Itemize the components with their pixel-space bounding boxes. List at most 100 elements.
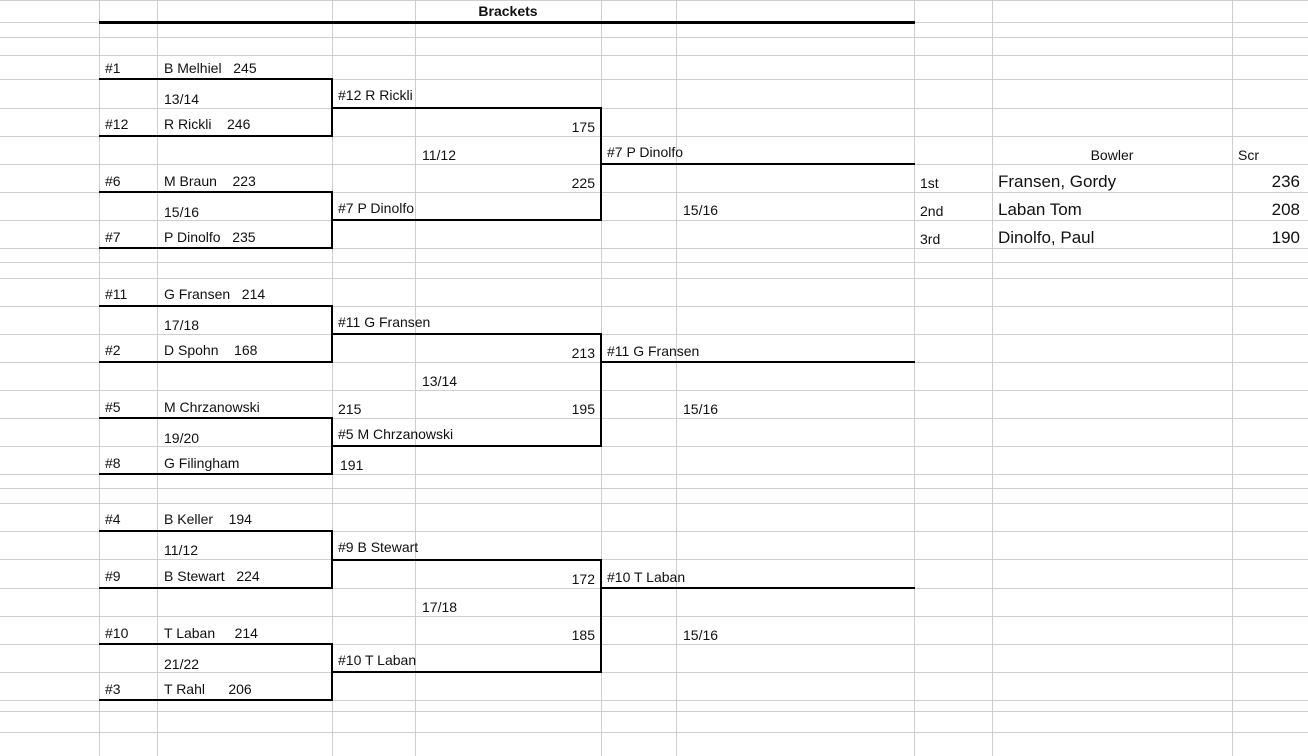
bowler-entry: M Chrzanowski xyxy=(164,399,260,415)
column-header-score: Scr xyxy=(1238,147,1259,163)
game-numbers: 11/12 xyxy=(164,542,198,558)
bracket-line xyxy=(332,219,602,221)
match-winner: #7 P Dinolfo xyxy=(338,200,415,216)
bracket-line xyxy=(600,559,602,673)
grid-row-line xyxy=(0,0,1308,1)
game-numbers: 19/20 xyxy=(164,430,200,446)
bowler-entry: G Filingham xyxy=(164,455,240,471)
grid-col-line xyxy=(157,0,158,756)
grid-col-line xyxy=(415,0,416,756)
grid-row-line xyxy=(0,700,1308,701)
bracket-line xyxy=(332,559,602,561)
grid-row-line xyxy=(0,306,1308,307)
bracket-line xyxy=(99,361,333,363)
seed: #5 xyxy=(105,399,121,415)
bowler-score: 236 xyxy=(1271,172,1300,191)
bracket-line xyxy=(99,473,333,475)
grid-row-line xyxy=(0,37,1308,38)
grid-row-line xyxy=(0,474,1308,475)
grid-col-line xyxy=(1232,0,1233,756)
grid-col-line xyxy=(99,0,100,756)
grid-row-line xyxy=(0,55,1308,56)
place-label: 1st xyxy=(920,175,939,191)
grid-row-line xyxy=(0,644,1308,645)
bracket-line xyxy=(99,643,333,645)
bowler-entry: M Braun 223 xyxy=(164,173,256,189)
game-numbers: 13/14 xyxy=(422,373,458,389)
grid-col-line xyxy=(992,0,993,756)
match-winner: #10 T Laban xyxy=(607,569,686,585)
bracket-line xyxy=(99,699,333,701)
grid-col-line xyxy=(676,0,677,756)
grid-row-line xyxy=(0,446,1308,447)
match-score: 185 xyxy=(571,627,595,643)
seed: #4 xyxy=(105,511,121,527)
bracket-line xyxy=(99,530,333,532)
game-numbers: 15/16 xyxy=(683,202,719,218)
seed: #6 xyxy=(105,173,121,189)
game-numbers: 17/18 xyxy=(422,599,458,615)
bowler-entry: R Rickli 246 xyxy=(164,116,251,132)
grid-row-line xyxy=(0,672,1308,673)
game-numbers: 15/16 xyxy=(683,627,719,643)
title-underline xyxy=(99,21,915,24)
bowler-entry: D Spohn 168 xyxy=(164,342,258,358)
grid-row-line xyxy=(0,503,1308,504)
grid-row-line xyxy=(0,334,1308,335)
grid-row-line xyxy=(0,278,1308,279)
grid-row-line xyxy=(0,136,1308,137)
match-winner: #11 G Fransen xyxy=(607,343,700,359)
game-numbers: 15/16 xyxy=(164,204,200,220)
place-label: 2nd xyxy=(920,203,944,219)
seed: #9 xyxy=(105,568,121,584)
match-score: 225 xyxy=(571,175,595,191)
bracket-line xyxy=(332,445,602,447)
seed: #7 xyxy=(105,229,121,245)
bowler-entry: B Melhiel 245 xyxy=(164,60,257,76)
game-numbers: 17/18 xyxy=(164,317,200,333)
match-winner: #10 T Laban xyxy=(338,652,417,668)
bowler-entry: T Laban 214 xyxy=(164,625,258,641)
match-winner: #5 M Chrzanowski xyxy=(338,426,454,442)
match-score: 215 xyxy=(338,401,362,417)
bowler-entry: B Stewart 224 xyxy=(164,568,260,584)
grid-row-line xyxy=(0,559,1308,560)
page-title: Brackets xyxy=(478,3,538,19)
seed: #11 xyxy=(105,286,128,302)
game-numbers: 13/14 xyxy=(164,91,200,107)
bracket-line xyxy=(601,163,915,165)
seed: #2 xyxy=(105,342,121,358)
bracket-line xyxy=(99,247,333,249)
bowler-name: Laban Tom xyxy=(998,200,1082,219)
bracket-line xyxy=(332,333,602,335)
column-header-bowler: Bowler xyxy=(1090,147,1134,163)
game-numbers: 15/16 xyxy=(683,401,719,417)
bracket-line xyxy=(99,78,333,80)
grid-col-line xyxy=(332,0,333,756)
match-winner: #7 P Dinolfo xyxy=(607,144,684,160)
bowler-entry: B Keller 194 xyxy=(164,511,252,527)
grid-row-line xyxy=(0,108,1308,109)
grid-col-line xyxy=(914,0,915,756)
bowler-name: Fransen, Gordy xyxy=(998,172,1117,191)
game-numbers: 21/22 xyxy=(164,656,200,672)
place-label: 3rd xyxy=(920,231,941,247)
match-winner: #12 R Rickli xyxy=(338,87,413,103)
bracket-line xyxy=(332,107,602,109)
bowler-entry: P Dinolfo 235 xyxy=(164,229,256,245)
grid-row-line xyxy=(0,79,1308,80)
grid-row-line xyxy=(0,390,1308,391)
bracket-line xyxy=(600,333,602,447)
bracket-line xyxy=(99,135,333,137)
grid-row-line xyxy=(0,488,1308,489)
bowler-score: 208 xyxy=(1271,200,1300,219)
bracket-line xyxy=(601,361,915,363)
bowler-name: Dinolfo, Paul xyxy=(998,228,1095,247)
bracket-line xyxy=(99,587,333,589)
bracket-line xyxy=(601,587,915,589)
game-numbers: 11/12 xyxy=(422,147,456,163)
match-winner: #11 G Fransen xyxy=(338,314,431,330)
grid-row-line xyxy=(0,711,1308,712)
match-score: 191 xyxy=(340,457,364,473)
